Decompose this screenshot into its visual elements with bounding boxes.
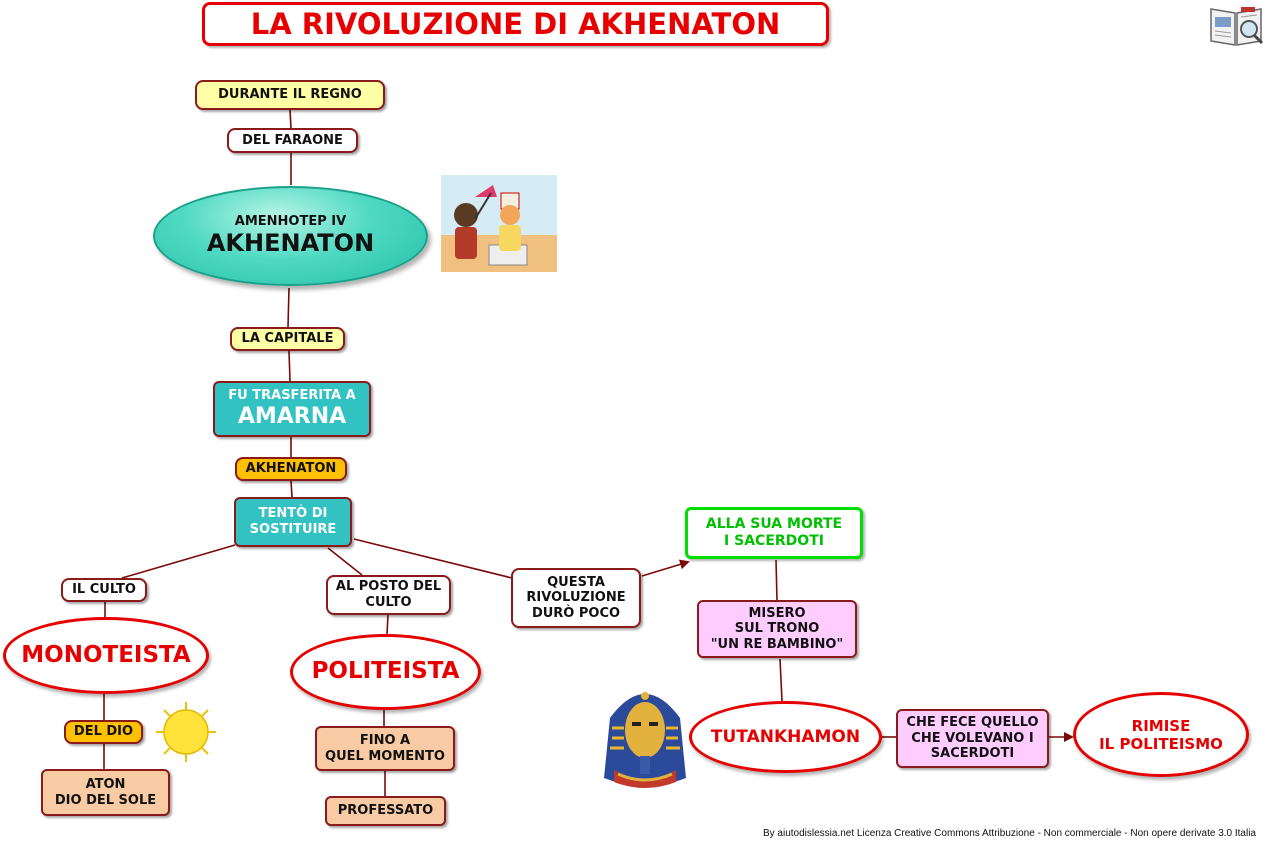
trasferita-label: FU TRASFERITA A xyxy=(228,388,356,403)
link-questa-morte xyxy=(641,559,690,577)
node-fino-a-quel-momento: FINO A QUEL MOMENTO xyxy=(315,726,455,771)
node-professato: PROFESSATO xyxy=(325,796,446,826)
node-durante-il-regno: DURANTE IL REGNO xyxy=(195,80,385,110)
link-tento-questa xyxy=(353,538,513,579)
book-magnifier-icon[interactable] xyxy=(1207,3,1265,47)
link-amenhotep-capitale xyxy=(287,287,290,328)
morte-line-1: ALLA SUA MORTE xyxy=(705,516,843,533)
aton-line-1: ATON xyxy=(85,776,126,792)
node-tento-di-sostituire: TENTÒ DI SOSTITUIRE xyxy=(234,497,352,547)
fece-line-1: CHE FECE QUELLO xyxy=(906,715,1039,731)
node-akhenaton: AKHENATON xyxy=(235,457,347,481)
sun-icon xyxy=(156,702,216,762)
node-tutankhamon: TUTANKHAMON xyxy=(689,701,882,773)
link-tento-culto xyxy=(121,544,236,579)
akhenaton-label: AKHENATON xyxy=(206,229,375,258)
node-del-dio: DEL DIO xyxy=(64,720,143,744)
node-aton-dio-del-sole: ATON DIO DEL SOLE xyxy=(41,769,170,816)
node-alla-sua-morte: ALLA SUA MORTE I SACERDOTI xyxy=(685,507,863,559)
node-amenhotep-akhenaton: AMENHOTEP IV AKHENATON xyxy=(153,186,428,286)
questa-line-3: DURÒ POCO xyxy=(531,605,621,621)
fece-line-3: SACERDOTI xyxy=(930,746,1015,762)
fece-line-2: CHE VOLEVANO I xyxy=(911,730,1034,746)
fino-line-1: FINO A xyxy=(359,732,411,748)
node-il-culto: IL CULTO xyxy=(61,578,147,602)
pharaoh-illustration xyxy=(441,175,557,272)
rimise-line-2: IL POLITEISMO xyxy=(1099,734,1223,753)
node-questa-rivoluzione: QUESTA RIVOLUZIONE DURÒ POCO xyxy=(511,568,641,628)
link-morte-misero xyxy=(775,559,778,601)
node-fu-trasferita-amarna: FU TRASFERITA A AMARNA xyxy=(213,381,371,437)
amarna-label: AMARNA xyxy=(237,403,347,429)
page-title: LA RIVOLUZIONE DI AKHENATON xyxy=(202,2,829,46)
misero-line-1: MISERO xyxy=(748,605,806,621)
node-politeista: POLITEISTA xyxy=(290,634,481,710)
amenhotep-label: AMENHOTEP IV xyxy=(234,213,347,229)
rimise-line-1: RIMISE xyxy=(1131,716,1191,735)
node-misero-sul-trono: MISERO SUL TRONO "UN RE BAMBINO" xyxy=(697,600,857,658)
questa-line-1: QUESTA xyxy=(547,574,605,590)
node-al-posto-del-culto: AL POSTO DEL CULTO xyxy=(326,575,451,615)
questa-line-2: RIVOLUZIONE xyxy=(526,590,626,606)
license-credit: By aiutodislessia.net Licenza Creative C… xyxy=(762,828,1256,839)
node-monoteista: MONOTEISTA xyxy=(3,617,209,694)
link-alposto-politeista xyxy=(386,614,389,635)
link-akhenaton-tento xyxy=(290,480,293,498)
tutankhamun-mask-icon xyxy=(604,692,686,788)
tento-line-1: TENTÒ DI xyxy=(258,506,328,522)
link-tento-alposto xyxy=(327,547,363,576)
morte-line-2: I SACERDOTI xyxy=(724,533,824,549)
al-posto-line-2: CULTO xyxy=(365,595,412,610)
tento-line-2: SOSTITUIRE xyxy=(249,522,337,537)
link-durante-faraone xyxy=(289,109,292,129)
al-posto-line-1: AL POSTO DEL xyxy=(335,579,442,595)
aton-line-2: DIO DEL SOLE xyxy=(54,792,157,808)
node-del-faraone: DEL FARAONE xyxy=(227,128,358,153)
link-capitale-trasferita xyxy=(288,350,291,382)
node-che-fece-quello: CHE FECE QUELLO CHE VOLEVANO I SACERDOTI xyxy=(896,709,1049,768)
misero-line-2: SUL TRONO xyxy=(734,621,820,637)
fino-line-2: QUEL MOMENTO xyxy=(325,748,445,764)
link-misero-tutankhamon xyxy=(779,658,783,702)
node-la-capitale: LA CAPITALE xyxy=(230,327,345,351)
node-rimise-il-politeismo: RIMISE IL POLITEISMO xyxy=(1073,692,1249,777)
misero-line-3: "UN RE BAMBINO" xyxy=(710,636,844,652)
